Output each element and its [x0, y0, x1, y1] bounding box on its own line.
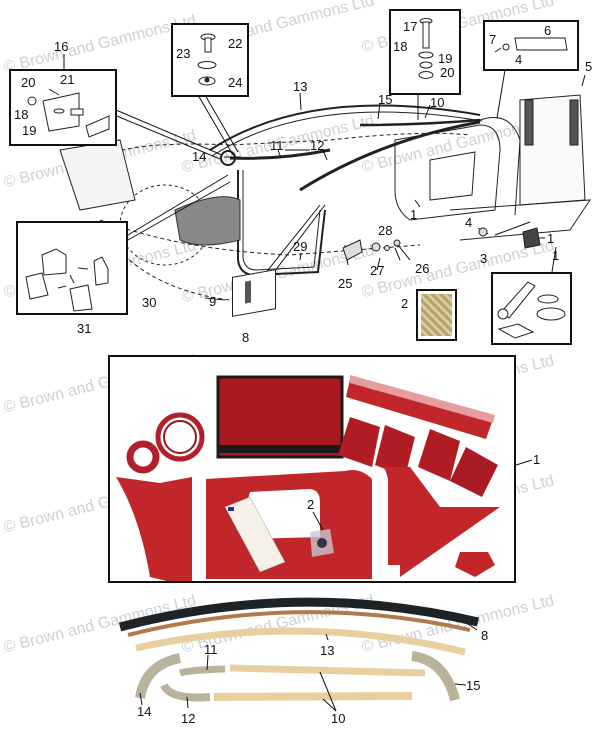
clips-icon	[25, 248, 109, 312]
callout-29: 29	[293, 239, 308, 254]
callout-25: 25	[338, 276, 353, 291]
fasteners-bag-callout-box	[416, 289, 457, 341]
hinge-plate-icon	[27, 88, 110, 138]
leader-16	[63, 54, 65, 69]
callout-1: 1	[410, 207, 418, 222]
callout-11: 11	[270, 138, 284, 153]
callout-19: 19	[438, 51, 453, 66]
callout-14: 14	[137, 704, 152, 719]
callout-18: 18	[393, 39, 408, 54]
callout-13: 13	[293, 79, 308, 94]
screw-washer-nut-callout-box	[171, 23, 249, 97]
trim-kit-roll-icon	[497, 281, 566, 339]
bolt-washer-callout-box	[389, 9, 461, 95]
car-body-line-drawing	[59, 69, 591, 301]
trim-strip-icon	[494, 37, 568, 53]
callout-3: 3	[480, 251, 488, 266]
callout-8: 8	[481, 628, 489, 643]
callout-2: 2	[401, 296, 409, 311]
fasteners-bag-image	[421, 294, 452, 336]
trim-kit-photo-box	[108, 355, 516, 587]
callout-24: 24	[228, 75, 243, 90]
callout-16: 16	[54, 39, 69, 54]
callout-31: 31	[77, 321, 92, 336]
screw-washer-nut-icon	[197, 33, 217, 86]
red-trim-kit-photo	[116, 375, 500, 587]
callout-19: 19	[22, 123, 37, 138]
callout-4: 4	[465, 215, 473, 230]
callout-7: 7	[489, 32, 497, 47]
callout-20: 20	[21, 75, 36, 90]
callout-17: 17	[403, 19, 418, 34]
callout-30: 30	[142, 295, 157, 310]
bolt-washers-icon	[418, 18, 434, 79]
callout-13: 13	[320, 643, 335, 658]
callout-20: 20	[440, 65, 455, 80]
callout-12: 12	[181, 711, 196, 726]
callout-21: 21	[60, 72, 75, 87]
callout-11: 11	[204, 642, 218, 657]
trim-kit-callout-box	[491, 272, 572, 345]
callout-12: 12	[310, 138, 325, 153]
callout-26: 26	[415, 261, 430, 276]
callout-22: 22	[228, 36, 243, 51]
callout-1: 1	[533, 452, 541, 467]
clip-callout-box	[16, 221, 128, 315]
callout-14: 14	[192, 149, 207, 164]
callout-5: 5	[585, 59, 593, 74]
callout-8: 8	[242, 330, 250, 345]
callout-9: 9	[209, 294, 217, 309]
callout-28: 28	[378, 223, 393, 238]
callout-4: 4	[515, 52, 523, 67]
callout-10: 10	[331, 711, 346, 726]
hinge-plate-callout-box	[9, 69, 117, 146]
callout-2: 2	[307, 497, 315, 512]
callout-18: 18	[14, 107, 29, 122]
callout-15: 15	[378, 92, 393, 107]
callout-27: 27	[370, 263, 385, 278]
callout-1: 1	[552, 248, 560, 263]
callout-10: 10	[430, 95, 445, 110]
callout-1: 1	[547, 231, 555, 246]
trim-strip-callout-box	[483, 20, 579, 71]
callout-15: 15	[466, 678, 481, 693]
callout-23: 23	[176, 46, 191, 61]
callout-6: 6	[544, 23, 552, 38]
